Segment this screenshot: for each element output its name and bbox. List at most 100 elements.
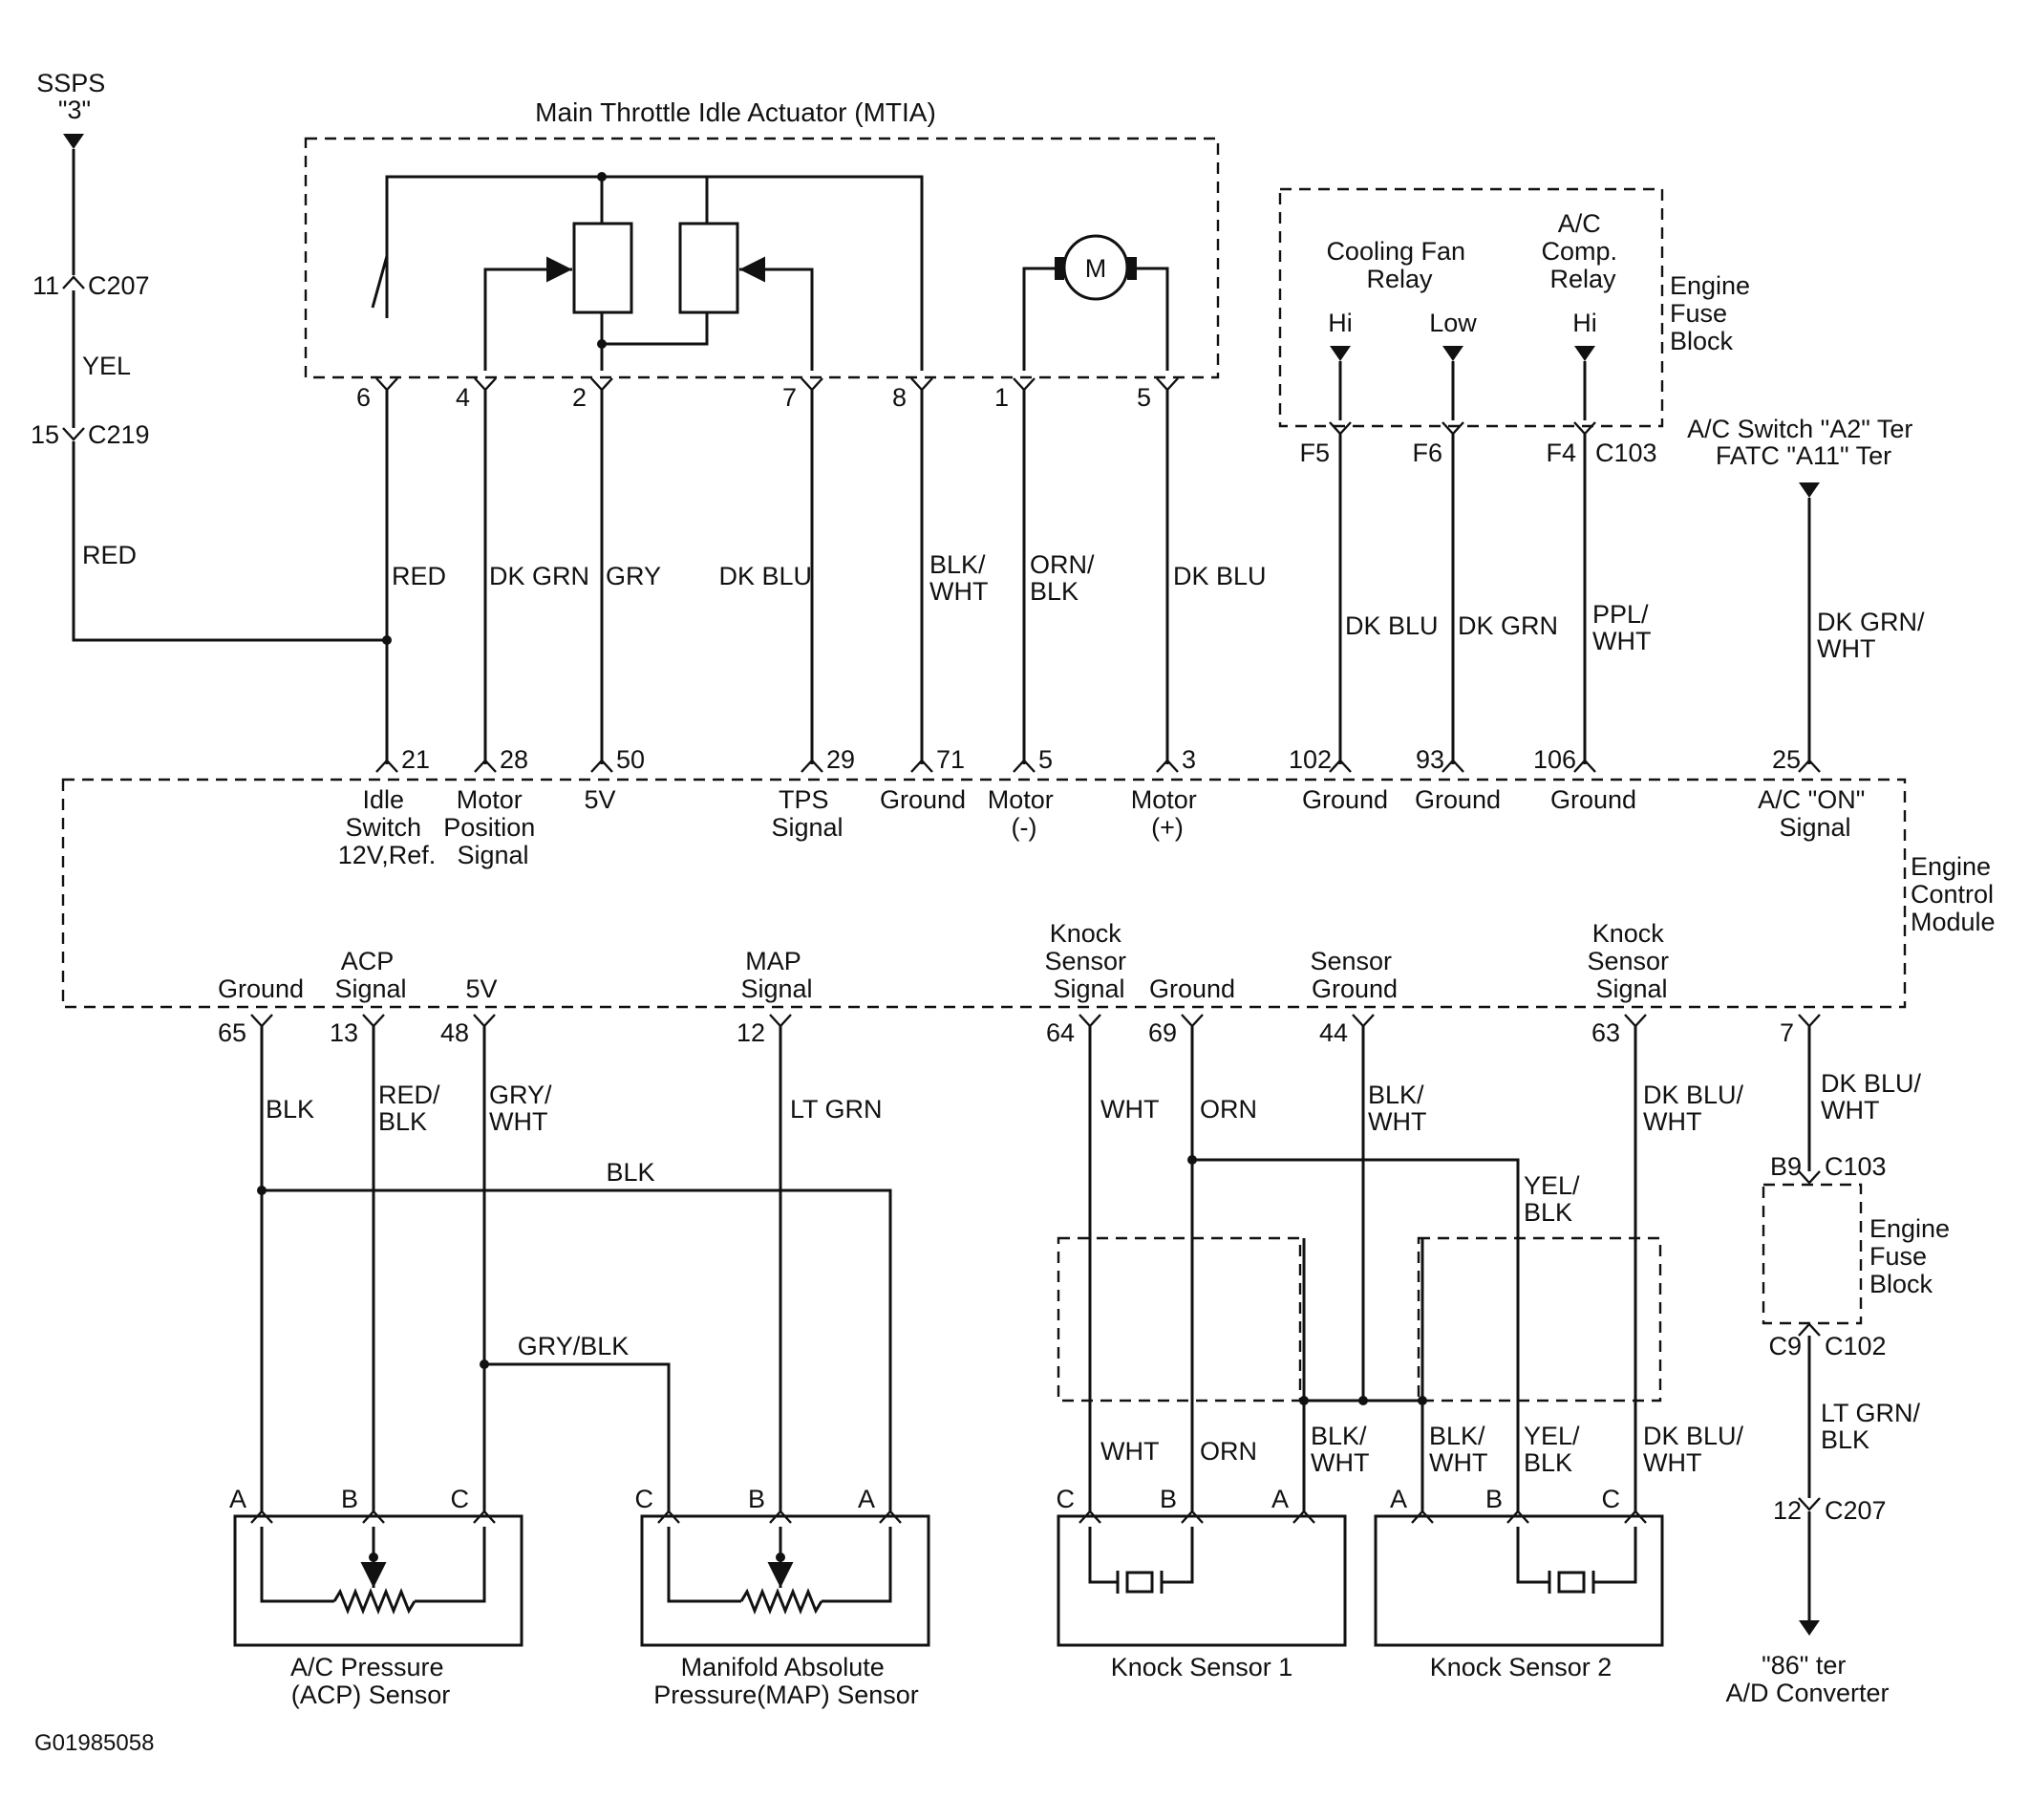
svg-text:F4: F4 [1546,439,1576,467]
wire-comp-hi-label: PPL/ WHT [1592,600,1655,655]
svg-text:A: A [1390,1485,1407,1513]
ks1-shield-box [1057,1236,1302,1402]
svg-text:B: B [1160,1485,1177,1513]
acp-sensor-name: A/C Pressure (ACP) Sensor [290,1653,451,1709]
c207-bottom-name: C207 [1825,1496,1887,1525]
ad-converter-arrow-icon [1799,1620,1820,1636]
wire-tps-label: DK BLU [718,562,812,590]
svg-text:71: 71 [936,745,965,774]
motor-symbol: M [1085,254,1107,283]
ecm-label-knock-2: Knock Sensor Signal [1587,919,1676,1003]
c207-bottom-pin: 12 [1773,1496,1802,1525]
svg-text:12: 12 [737,1018,765,1047]
svg-text:C: C [1057,1485,1076,1513]
map-sensor-name: Manifold Absolute Pressure(MAP) Sensor [653,1653,919,1709]
ecm-label-acp: ACP Signal [334,947,406,1003]
svg-text:50: 50 [616,745,645,774]
wire-map-5v-label: GRY/BLK [518,1332,630,1360]
c102-pin: C9 [1768,1332,1802,1360]
svg-text:106: 106 [1533,745,1576,774]
wire-mplus-label: DK BLU [1173,562,1267,590]
ecm-label-ac-on: A/C "ON" Signal [1758,785,1872,842]
wire-pin7-label: DK BLU/ WHT [1821,1069,1929,1124]
ecm-label-ground-71: Ground [880,785,966,814]
figure-id: G01985058 [34,1730,154,1756]
motor-icon [1062,234,1129,301]
idle-switch-icon [371,255,389,309]
relay-hi-1: Hi [1328,309,1353,337]
mtia-module-box [304,137,1220,379]
svg-text:5: 5 [1137,383,1151,412]
svg-text:B: B [748,1485,765,1513]
wire-ks1-b-label: ORN [1200,1437,1257,1466]
ecm-label-ground-106: Ground [1550,785,1636,814]
ecm-label-motor-pos: Motor (+) [1131,785,1205,842]
svg-text:A: A [858,1485,875,1513]
ks1-sensor-name: Knock Sensor 1 [1111,1653,1293,1681]
cooling-fan-relay-label: Cooling Fan Relay [1326,237,1472,293]
wire-mneg-label: ORN/ BLK [1030,550,1101,606]
mtia-element-left [572,222,633,314]
ecm-label-ground-102: Ground [1302,785,1388,814]
ecm-label-ground-93: Ground [1415,785,1501,814]
wire-idle-label: RED [392,562,446,590]
c102-name: C102 [1825,1332,1887,1360]
svg-text:44: 44 [1319,1018,1348,1047]
svg-text:93: 93 [1416,745,1444,774]
map-sensor-pins: C B A [635,1485,902,1524]
svg-text:69: 69 [1148,1018,1177,1047]
map-sensor-box [640,1514,930,1647]
ecm-bottom-pins: 65 13 48 12 64 69 44 63 7 [218,1014,1821,1047]
svg-text:21: 21 [401,745,430,774]
ks1-sensor-box [1057,1514,1347,1647]
svg-text:102: 102 [1289,745,1332,774]
wire-ks-gnd-label: ORN [1200,1095,1257,1124]
svg-text:28: 28 [500,745,528,774]
mtia-title: Main Throttle Idle Actuator (MTIA) [535,97,936,127]
svg-text:F6: F6 [1412,439,1442,467]
ecm-label-knock-1: Knock Sensor Signal [1044,919,1133,1003]
wire-ks-sig2-label: DK BLU/ WHT [1643,1081,1751,1136]
wire-c102-label: LT GRN/ BLK [1821,1399,1928,1454]
wire-fan-hi-label: DK BLU [1345,611,1439,640]
relay-low: Low [1429,309,1477,337]
ecm-label-tps: TPS Signal [771,785,843,842]
svg-text:3: 3 [1182,745,1196,774]
acp-sensor-box [233,1514,523,1647]
ac-comp-relay-label: A/C Comp. Relay [1541,209,1624,293]
ks2-sensor-box [1374,1514,1664,1647]
ecm-top-pins: 21 28 50 29 71 5 3 102 93 106 25 [375,745,1821,774]
wire-fan-low-label: DK GRN [1458,611,1558,640]
wire-ks-sensor-gnd-label: BLK/ WHT [1368,1081,1431,1136]
ecm-label-map: MAP Signal [740,947,812,1003]
c207-top-name: C207 [88,271,150,300]
wire-ks-sig1-label: WHT [1100,1095,1159,1124]
fuse-block-top-label: Engine Fuse Block [1670,271,1758,355]
svg-text:7: 7 [782,383,797,412]
svg-text:13: 13 [330,1018,358,1047]
wire-ssps-a-label: YEL [82,352,131,380]
svg-text:63: 63 [1591,1018,1620,1047]
svg-text:B: B [1485,1485,1503,1513]
ecm-label-5v-bottom: 5V [465,974,497,1003]
svg-text:C: C [635,1485,654,1513]
wire-ac-on-label: DK GRN/ WHT [1817,608,1932,663]
svg-text:A: A [1271,1485,1289,1513]
c103-right-name: C103 [1825,1152,1887,1181]
svg-text:48: 48 [440,1018,469,1047]
svg-text:B: B [341,1485,358,1513]
wire-gnd71-label: BLK/ WHT [929,550,993,606]
svg-text:29: 29 [826,745,855,774]
wire-map-sig-label: LT GRN [790,1095,883,1124]
wire-ssps-b-label: RED [82,541,137,569]
mtia-pins: 6 4 2 7 8 1 5 [356,377,1179,412]
c207-top-pin: 11 [32,271,59,300]
ecm-label-sensor-ground: Sensor Ground [1310,947,1399,1003]
svg-text:C: C [451,1485,470,1513]
engine-fuse-block-right-box [1762,1183,1863,1325]
wire-ks1-c-label: WHT [1100,1437,1159,1466]
svg-text:64: 64 [1046,1018,1075,1047]
ac-switch-label: A/C Switch "A2" Ter FATC "A11" Ter [1687,415,1920,470]
svg-text:5: 5 [1038,745,1053,774]
